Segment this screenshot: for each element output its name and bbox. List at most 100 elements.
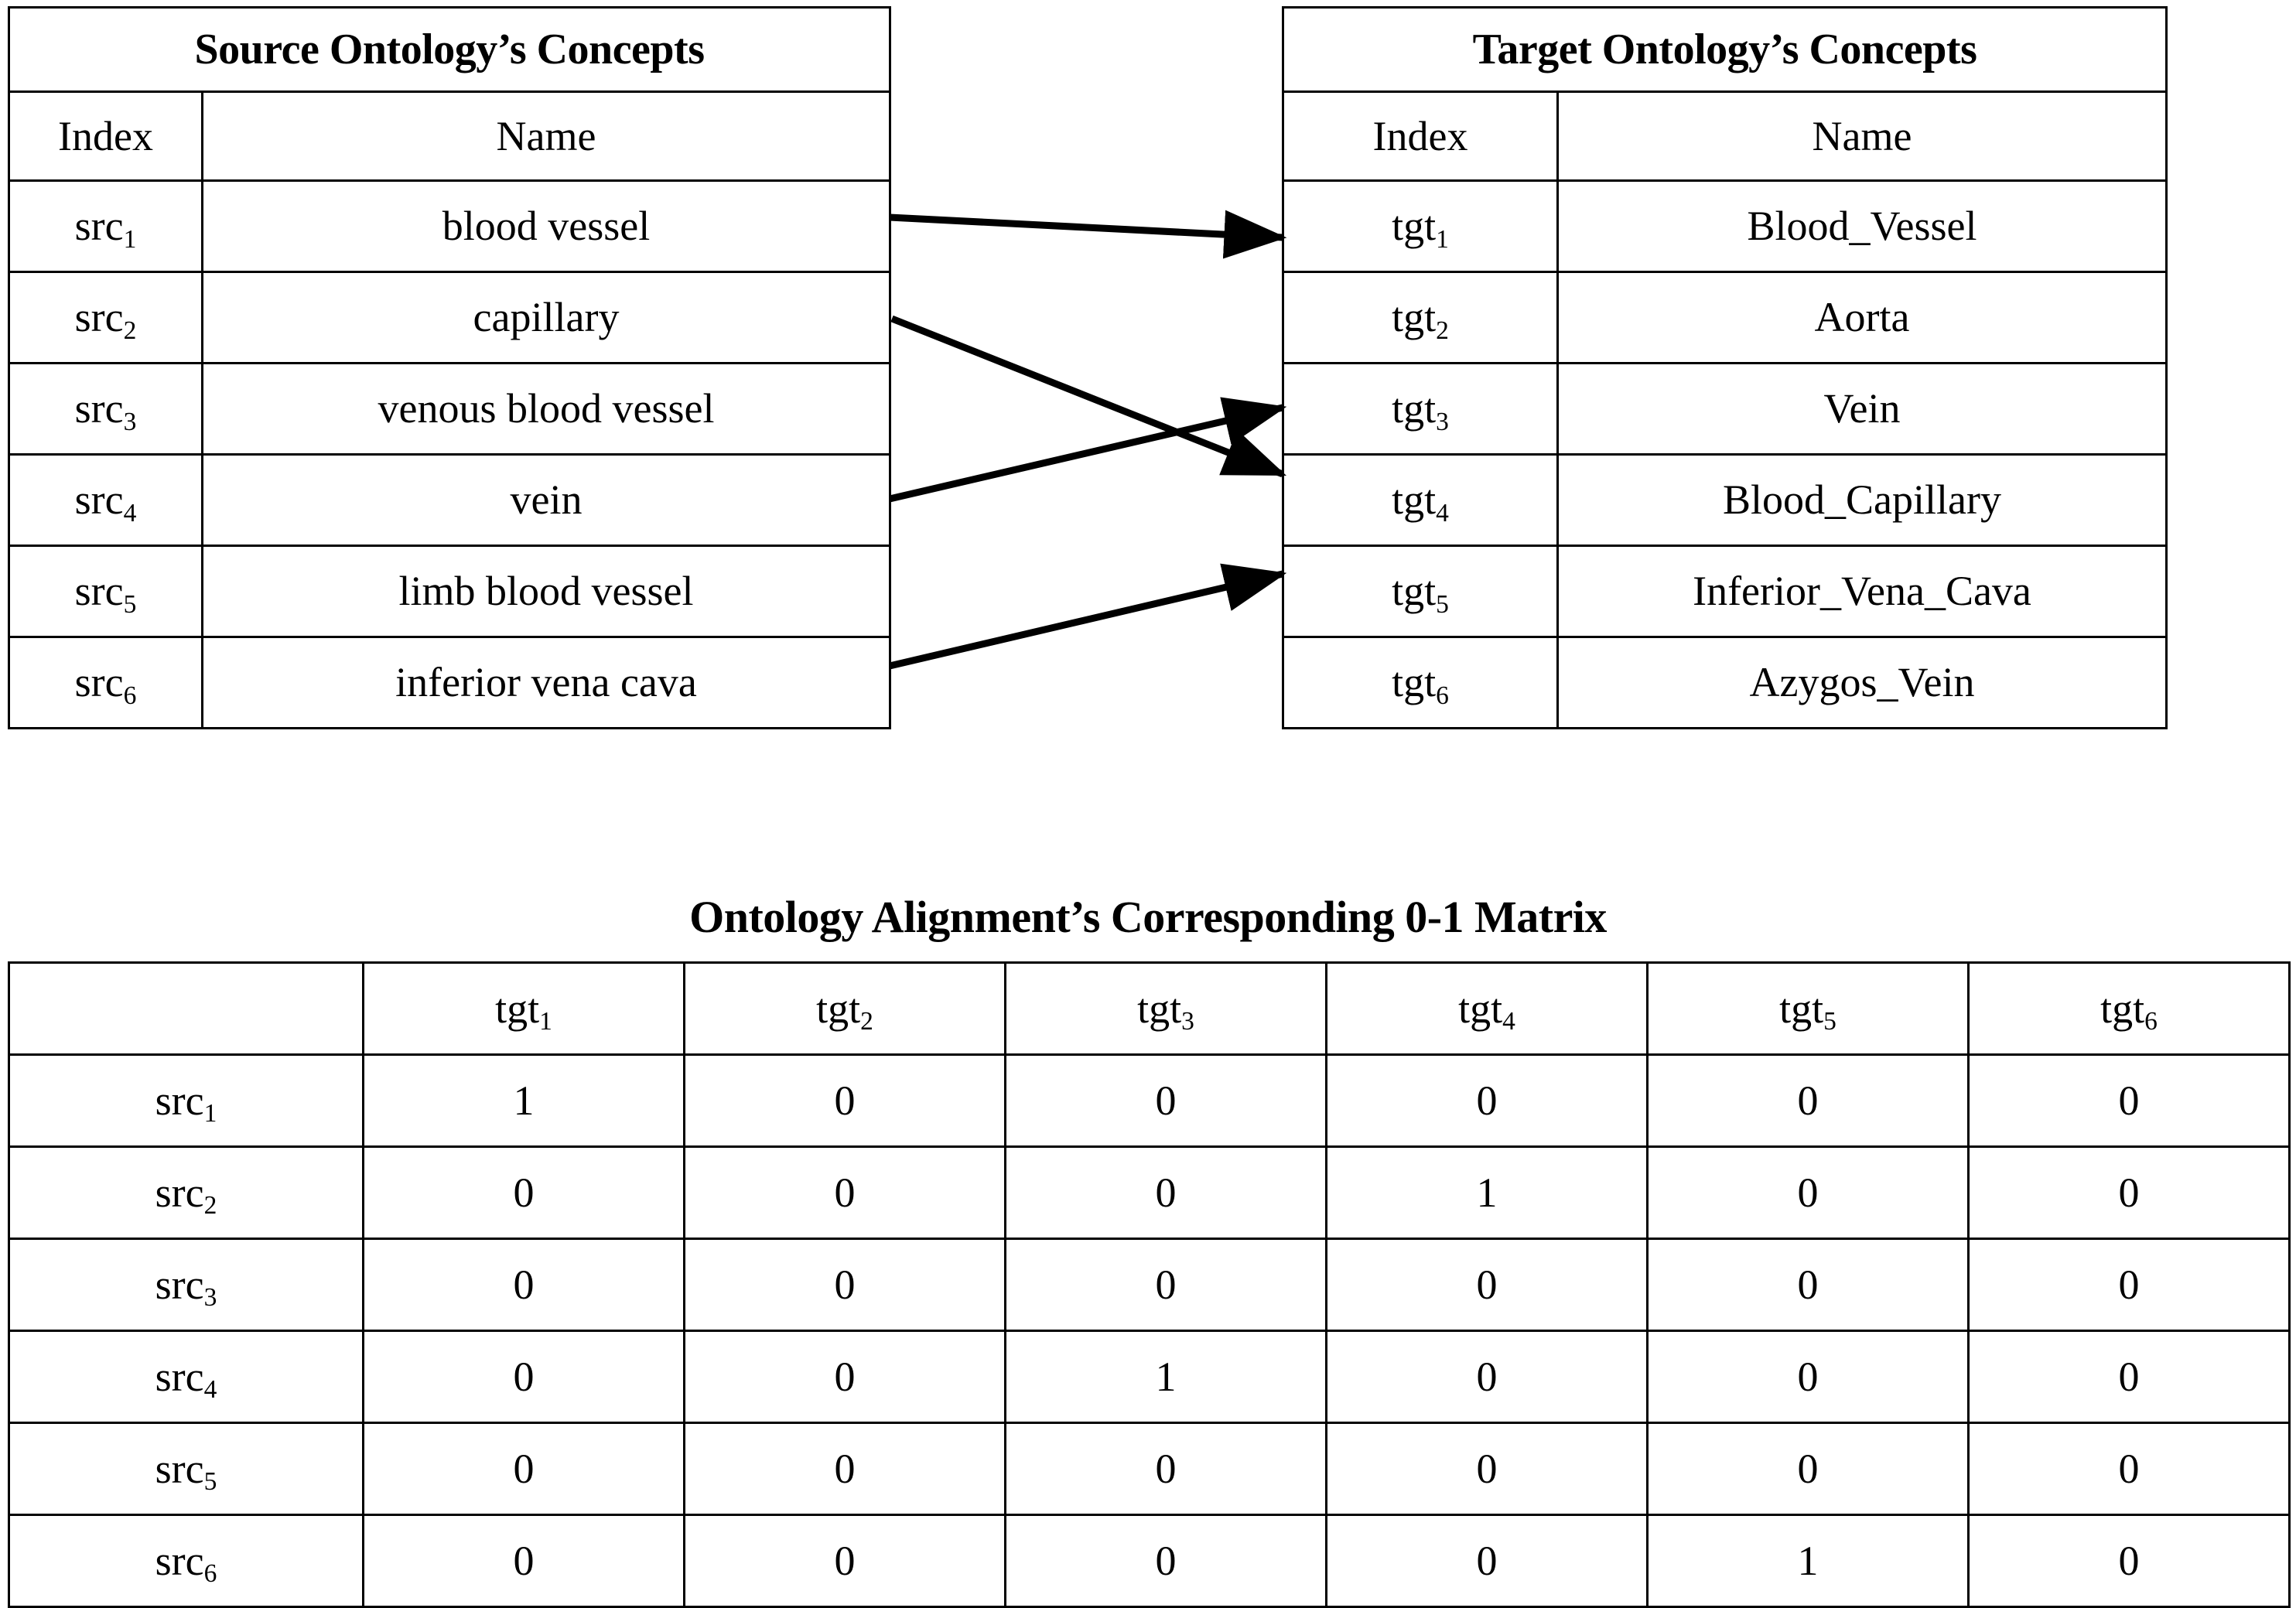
matrix-cell: 0 bbox=[683, 1330, 1006, 1424]
matrix-col-header-base: tgt bbox=[816, 985, 861, 1032]
target-name-cell: Azygos_Vein bbox=[1556, 636, 2168, 729]
matrix-col-header-sub: 4 bbox=[1502, 1007, 1515, 1036]
matrix-col-header: tgt6 bbox=[1967, 961, 2291, 1056]
table-row: src2 capillary bbox=[8, 271, 891, 364]
matrix-row-header: src6 bbox=[8, 1514, 364, 1608]
matrix-row-header-base: src bbox=[155, 1077, 204, 1124]
source-name-cell: limb blood vessel bbox=[201, 545, 891, 638]
matrix-cell: 0 bbox=[1646, 1053, 1970, 1148]
matrix-cell: 1 bbox=[1325, 1145, 1649, 1240]
matrix-cell: 0 bbox=[1325, 1330, 1649, 1424]
source-index-base: src bbox=[74, 385, 124, 432]
matrix-cell: 0 bbox=[1646, 1238, 1970, 1332]
source-index-base: src bbox=[74, 203, 124, 250]
table-row: tgt1 Blood_Vessel bbox=[1282, 179, 2168, 273]
target-index-cell: tgt5 bbox=[1282, 545, 1559, 638]
matrix-row: src1 1 0 0 0 0 0 bbox=[8, 1053, 2291, 1148]
matrix-cell: 1 bbox=[1004, 1330, 1327, 1424]
matrix-row-header-base: src bbox=[155, 1261, 204, 1308]
matrix-row-header-sub: 1 bbox=[203, 1099, 217, 1128]
matrix-row: src6 0 0 0 0 1 0 bbox=[8, 1514, 2291, 1608]
table-row: tgt2 Aorta bbox=[1282, 271, 2168, 364]
matrix-row-header: src5 bbox=[8, 1422, 364, 1516]
source-index-cell: src4 bbox=[8, 453, 203, 547]
matrix-title: Ontology Alignment’s Corresponding 0-1 M… bbox=[689, 892, 1607, 942]
matrix-col-header: tgt3 bbox=[1004, 961, 1327, 1056]
source-name-cell: inferior vena cava bbox=[201, 636, 891, 729]
matrix-col-header-base: tgt bbox=[1779, 985, 1824, 1032]
source-name-cell: capillary bbox=[201, 271, 891, 364]
matrix-cell: 0 bbox=[683, 1238, 1006, 1332]
matrix-cell: 0 bbox=[1646, 1422, 1970, 1516]
table-row: src3 venous blood vessel bbox=[8, 362, 891, 456]
table-row: tgt4 Blood_Capillary bbox=[1282, 453, 2168, 547]
matrix-cell: 0 bbox=[1325, 1422, 1649, 1516]
source-index-sub: 2 bbox=[123, 316, 137, 345]
matrix-row-header: src4 bbox=[8, 1330, 364, 1424]
target-index-cell: tgt6 bbox=[1282, 636, 1559, 729]
matrix-row-header: src3 bbox=[8, 1238, 364, 1332]
table-row: src4 vein bbox=[8, 453, 891, 547]
matrix-row-header-base: src bbox=[155, 1169, 204, 1216]
matrix-cell: 0 bbox=[1004, 1145, 1327, 1240]
target-name-cell: Aorta bbox=[1556, 271, 2168, 364]
source-index-sub: 1 bbox=[123, 224, 137, 254]
matrix-cell: 0 bbox=[683, 1053, 1006, 1148]
matrix-row-header-sub: 2 bbox=[203, 1191, 217, 1221]
matrix-cell: 0 bbox=[1967, 1422, 2291, 1516]
matrix-col-header: tgt4 bbox=[1325, 961, 1649, 1056]
matrix-col-header-sub: 1 bbox=[539, 1007, 552, 1036]
matrix-cell: 0 bbox=[1325, 1514, 1649, 1608]
matrix-corner-cell bbox=[8, 961, 364, 1056]
matrix-cell: 0 bbox=[362, 1145, 685, 1240]
matrix-cell: 0 bbox=[1967, 1330, 2291, 1424]
matrix-col-header-sub: 6 bbox=[2144, 1007, 2158, 1036]
matrix-col-header-base: tgt bbox=[2100, 985, 2145, 1032]
matrix-row-header: src2 bbox=[8, 1145, 364, 1240]
matrix-cell: 0 bbox=[1646, 1145, 1970, 1240]
matrix-row-header: src1 bbox=[8, 1053, 364, 1148]
mapping-arrow-src4-tgt3 bbox=[888, 397, 1287, 503]
matrix-row: src3 0 0 0 0 0 0 bbox=[8, 1238, 2291, 1332]
matrix-cell: 0 bbox=[362, 1330, 685, 1424]
matrix-cell: 1 bbox=[1646, 1514, 1970, 1608]
matrix-row-header-sub: 4 bbox=[203, 1375, 217, 1405]
matrix-cell: 0 bbox=[1004, 1238, 1327, 1332]
matrix-row: src5 0 0 0 0 0 0 bbox=[8, 1422, 2291, 1516]
source-index-sub: 6 bbox=[123, 681, 137, 710]
source-index-base: src bbox=[74, 568, 124, 615]
matrix-row: src2 0 0 0 1 0 0 bbox=[8, 1145, 2291, 1240]
target-index-base: tgt bbox=[1392, 568, 1437, 615]
matrix-cell: 0 bbox=[1967, 1145, 2291, 1240]
matrix-row-header-sub: 3 bbox=[203, 1283, 217, 1313]
target-name-cell: Blood_Vessel bbox=[1556, 179, 2168, 273]
target-index-sub: 2 bbox=[1436, 316, 1449, 345]
table-row: tgt5 Inferior_Vena_Cava bbox=[1282, 545, 2168, 638]
target-index-cell: tgt3 bbox=[1282, 362, 1559, 456]
matrix-cell: 0 bbox=[1646, 1330, 1970, 1424]
mapping-arrow-src6-tgt5 bbox=[888, 563, 1287, 670]
matrix-cell: 0 bbox=[1967, 1514, 2291, 1608]
source-index-base: src bbox=[74, 476, 124, 524]
target-index-base: tgt bbox=[1392, 385, 1437, 432]
matrix-cell: 0 bbox=[362, 1238, 685, 1332]
mapping-arrow-src1-tgt1 bbox=[889, 210, 1287, 259]
target-index-base: tgt bbox=[1392, 659, 1437, 706]
matrix-col-header: tgt1 bbox=[362, 961, 685, 1056]
matrix-cell: 0 bbox=[362, 1422, 685, 1516]
matrix-cell: 0 bbox=[1967, 1053, 2291, 1148]
matrix-cell: 0 bbox=[683, 1145, 1006, 1240]
matrix-col-header-base: tgt bbox=[1458, 985, 1503, 1032]
matrix-row: src4 0 0 1 0 0 0 bbox=[8, 1330, 2291, 1424]
matrix-row-header-base: src bbox=[155, 1445, 204, 1492]
source-index-base: src bbox=[74, 294, 124, 341]
target-table-title: Target Ontology’s Concepts bbox=[1281, 6, 2168, 93]
matrix-cell: 0 bbox=[1967, 1238, 2291, 1332]
matrix-header-row: tgt1 tgt2 tgt3 tgt4 tgt5 tgt6 bbox=[8, 961, 2291, 1056]
target-name-cell: Vein bbox=[1556, 362, 2168, 456]
target-index-sub: 3 bbox=[1436, 407, 1449, 436]
source-index-sub: 3 bbox=[123, 407, 137, 436]
matrix-cell: 1 bbox=[362, 1053, 685, 1148]
source-name-cell: blood vessel bbox=[201, 179, 891, 273]
matrix-cell: 0 bbox=[1004, 1053, 1327, 1148]
